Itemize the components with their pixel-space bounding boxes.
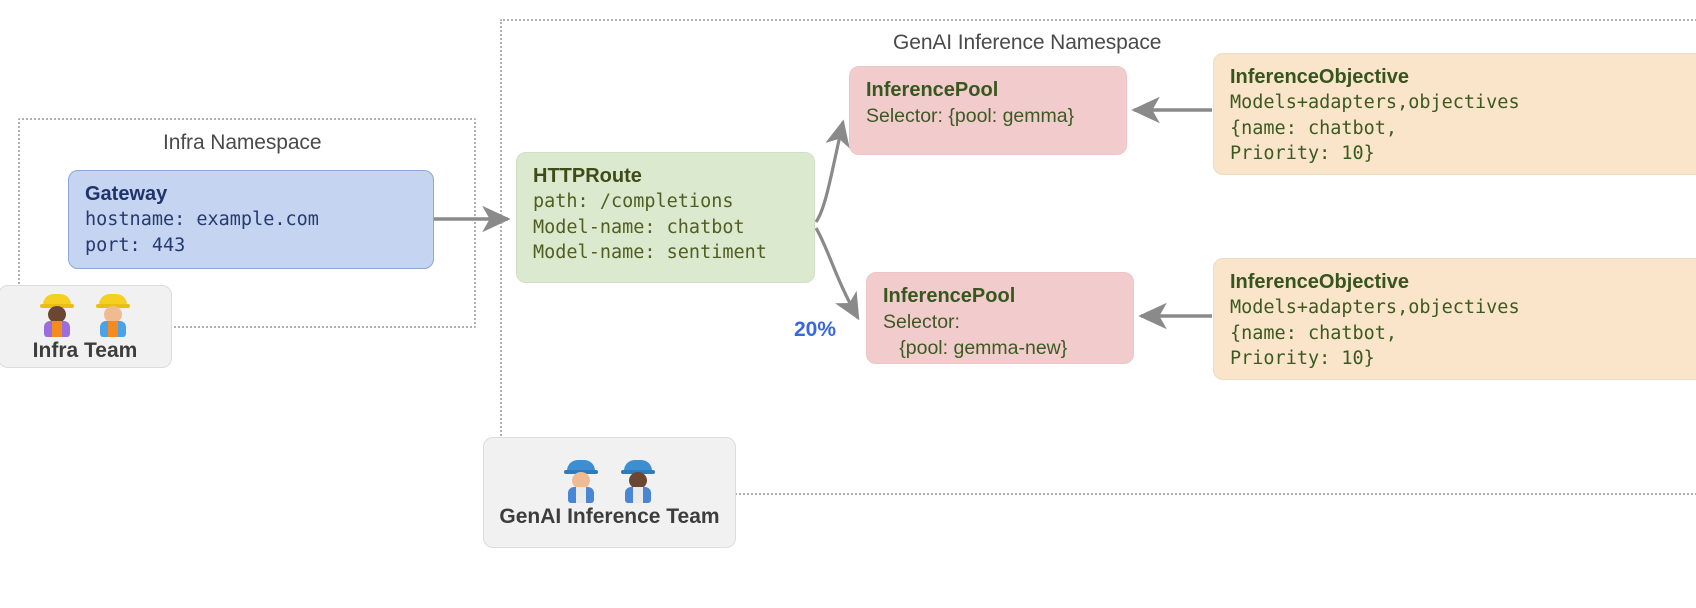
namespace-box-genai <box>500 19 1696 495</box>
inferencepool-selector-label-2: Selector: <box>883 311 960 333</box>
factory-worker-icon <box>564 459 599 503</box>
team-label-genai: GenAI Inference Team <box>499 505 720 528</box>
namespace-box-infra <box>18 118 476 328</box>
construction-worker-icon <box>39 293 74 337</box>
traffic-split-label: 20% <box>794 318 837 341</box>
team-label-infra: Infra Team <box>32 339 138 362</box>
namespace-title-genai: GenAI Inference Namespace <box>893 31 1162 54</box>
inferenceobjective-name-1: {name: chatbot, <box>1230 117 1398 139</box>
inferencepool-selector-1: Selector: {pool: gemma} <box>866 105 1075 127</box>
construction-worker-icon <box>96 293 131 337</box>
namespace-title-infra: Infra Namespace <box>163 131 322 154</box>
inferencepool-card-2[interactable]: InferencePool Selector: {pool: gemma-new… <box>866 272 1134 364</box>
team-icons-infra <box>39 290 131 337</box>
inferencepool-title-2: InferencePool <box>883 285 1016 307</box>
inferenceobjective-models-1: Models+adapters,objectives <box>1230 92 1520 113</box>
httproute-model-name-2: Model-name: sentiment <box>533 242 767 263</box>
factory-worker-icon <box>620 459 655 503</box>
team-icons-genai <box>564 456 655 503</box>
gateway-card[interactable]: Gateway hostname: example.com port: 443 <box>68 170 434 269</box>
httproute-title: HTTPRoute <box>533 165 642 187</box>
inferenceobjective-priority-2: Priority: 10} <box>1230 348 1375 369</box>
team-card-genai[interactable]: GenAI Inference Team <box>483 437 736 548</box>
arrow-httproute-to-pool-2 <box>814 227 860 321</box>
httproute-model-name-1: Model-name: chatbot <box>533 216 745 238</box>
inferencepool-title-1: InferencePool <box>866 79 999 101</box>
inferencepool-card-1[interactable]: InferencePool Selector: {pool: gemma} <box>849 66 1127 155</box>
inferenceobjective-card-1[interactable]: InferenceObjective Models+adapters,objec… <box>1213 53 1696 175</box>
inferencepool-selector-value-2: {pool: gemma-new} <box>883 337 1068 359</box>
gateway-hostname: hostname: example.com <box>85 209 319 230</box>
inferenceobjective-title-1: InferenceObjective <box>1230 66 1409 88</box>
inferenceobjective-name-2: {name: chatbot, <box>1230 322 1398 344</box>
inferenceobjective-title-2: InferenceObjective <box>1230 271 1409 293</box>
inferenceobjective-priority-1: Priority: 10} <box>1230 143 1375 164</box>
gateway-port: port: 443 <box>85 234 186 256</box>
arrow-httproute-to-pool-1 <box>814 119 850 223</box>
httproute-path: path: /completions <box>533 191 734 212</box>
inferenceobjective-card-2[interactable]: InferenceObjective Models+adapters,objec… <box>1213 258 1696 380</box>
team-card-infra[interactable]: Infra Team <box>0 285 172 368</box>
inferenceobjective-models-2: Models+adapters,objectives <box>1230 297 1520 318</box>
gateway-title: Gateway <box>85 183 168 205</box>
httproute-card[interactable]: HTTPRoute path: /completions Model-name:… <box>516 152 815 283</box>
